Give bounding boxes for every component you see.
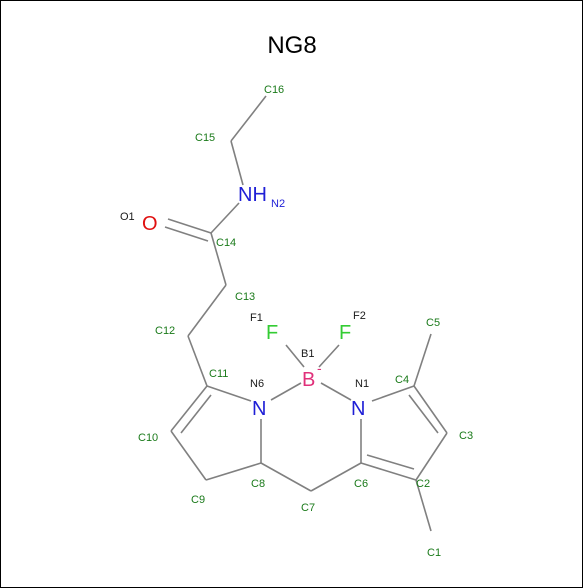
bond-c13-c12 [187, 284, 227, 337]
label-c1: C1 [427, 547, 441, 559]
atom-b1-label: B1 [301, 348, 314, 360]
atom-n2-symbol: NH [238, 184, 267, 206]
bond-c3-c4-a [413, 385, 448, 434]
label-c3: C3 [459, 430, 473, 442]
bond-c4-c5 [413, 333, 432, 387]
bond-n1-b1 [320, 382, 352, 401]
bond-c2-c1 [415, 479, 432, 532]
label-c13: C13 [235, 291, 255, 303]
bond-n6-b1 [270, 382, 302, 401]
bond-c14-o1-a [167, 218, 212, 234]
atom-o1-symbol: O [142, 213, 158, 235]
label-c4: C4 [395, 374, 409, 386]
heteroatoms: NH N2 O O1 F F1 F F2 B - B1 N N6 N N1 [120, 184, 369, 420]
label-c9: C9 [191, 494, 205, 506]
bond-c15-n2 [230, 140, 244, 186]
bond-c9-c8 [205, 462, 262, 481]
bond-c6-c2-b [366, 454, 415, 470]
atom-f1-symbol: F [266, 322, 278, 344]
bond-c8-c7 [260, 462, 312, 492]
carbon-labels: C16 C15 C14 C13 C12 C11 C10 C9 C8 C7 C6 … [138, 84, 473, 559]
label-c2: C2 [416, 478, 430, 490]
atom-n6-label: N6 [250, 378, 264, 390]
bond-c11-n6 [206, 385, 252, 402]
bond-n2-c14 [210, 202, 240, 234]
bond-c14-o1-b [164, 226, 209, 242]
atom-o1-label: O1 [120, 211, 135, 223]
label-c16: C16 [264, 84, 284, 96]
label-c15: C15 [195, 132, 215, 144]
label-c6: C6 [354, 478, 368, 490]
atom-b1-charge: - [317, 360, 322, 376]
bond-c11-c10-b [180, 394, 212, 434]
atom-n1-symbol: N [351, 398, 365, 420]
label-c7: C7 [301, 502, 315, 514]
atom-b1-symbol: B [302, 369, 315, 391]
label-c11: C11 [209, 368, 228, 380]
bond-c10-c9 [170, 430, 207, 481]
atom-f2-label: F2 [353, 310, 366, 322]
label-c12: C12 [155, 325, 175, 337]
atom-n2-label: N2 [271, 198, 285, 210]
bond-c3-c4-b [408, 394, 439, 434]
bonds [164, 95, 448, 532]
bond-c2-c3 [415, 432, 448, 481]
atom-f2-symbol: F [339, 322, 351, 344]
bond-c4-n1 [371, 385, 415, 402]
bond-c16-c15 [230, 95, 267, 142]
label-c14: C14 [216, 237, 236, 249]
bond-c6-c2-a [360, 462, 417, 481]
atom-n1-label: N1 [355, 378, 369, 390]
bond-c14-c13 [210, 232, 227, 286]
bond-c7-c6 [310, 462, 362, 492]
atom-n6-symbol: N [252, 398, 266, 420]
bond-c12-c11 [187, 335, 208, 387]
diagram-title: NG8 [267, 32, 316, 59]
label-c8: C8 [251, 478, 265, 490]
bond-b1-f1 [285, 344, 305, 368]
bond-b1-f2 [318, 344, 340, 368]
label-c5: C5 [426, 317, 440, 329]
bond-c11-c10-a [170, 385, 208, 432]
atom-f1-label: F1 [250, 312, 263, 324]
label-c10: C10 [138, 432, 158, 444]
